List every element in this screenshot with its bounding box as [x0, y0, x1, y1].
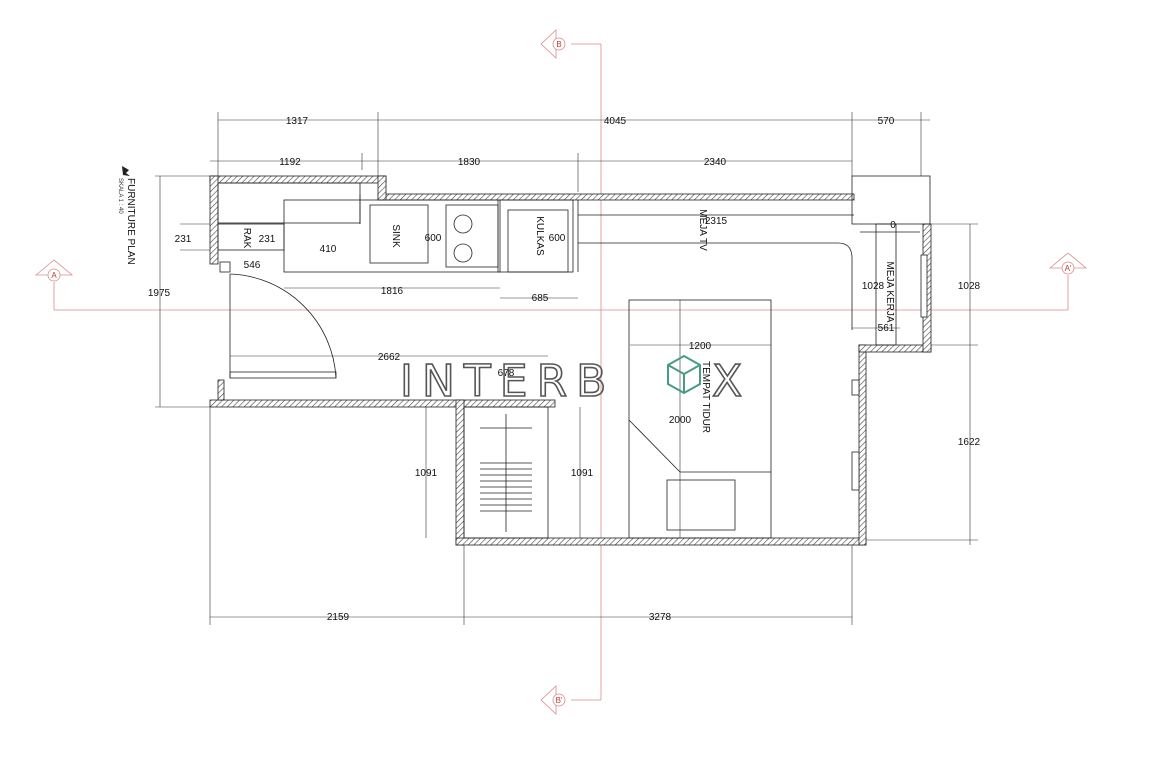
dim-2340: 2340 [704, 157, 727, 168]
lemari [463, 406, 549, 539]
watermark-text: INTERB [400, 356, 615, 407]
tempat-tidur [628, 299, 772, 539]
section-label-b-top: B [556, 40, 561, 49]
dim-561: 561 [878, 323, 895, 334]
dim-1028-out: 1028 [958, 281, 981, 292]
dim-600-sink: 600 [425, 233, 442, 244]
meja-kerja [851, 175, 931, 346]
title-block: FURNITURE PLAN SKALA 1 : 40 [117, 166, 136, 265]
plan-title: FURNITURE PLAN [125, 178, 136, 265]
dim-685: 685 [532, 293, 549, 304]
dim-1622: 1622 [958, 437, 981, 448]
dimension-texts: 1317 4045 570 1192 1830 2340 231 231 546… [148, 116, 981, 623]
section-marker-a-prime: A' [1048, 252, 1088, 275]
dim-0: 0 [890, 220, 896, 231]
wall-openings [219, 254, 928, 491]
section-marker-b-top: B [540, 29, 566, 59]
label-rak: RAK [241, 228, 252, 249]
compass-icon [122, 166, 130, 176]
kitchen-counter [217, 182, 854, 330]
dim-1975: 1975 [148, 288, 171, 299]
watermark: INTERB X [399, 354, 751, 408]
section-label-b-bottom: B' [556, 696, 563, 705]
dim-1830: 1830 [458, 157, 481, 168]
dimension-lines [155, 112, 978, 625]
dim-2662: 2662 [378, 352, 401, 363]
dim-231-rak: 231 [259, 234, 276, 245]
label-meja-kerja: MEJA KERJA [884, 261, 895, 322]
label-kulkas: KULKAS [534, 216, 545, 256]
dim-1317: 1317 [286, 116, 309, 127]
label-meja-tv: MEJA TV [697, 209, 708, 251]
dim-231-left: 231 [175, 234, 192, 245]
room-labels: RAK SINK KULKAS MEJA TV MEJA KERJA TEMPA… [241, 209, 895, 433]
dim-2159: 2159 [327, 612, 350, 623]
dim-3278: 3278 [649, 612, 672, 623]
dim-2000: 2000 [669, 415, 692, 426]
section-marker-a: A [34, 259, 74, 282]
section-label-a: A [51, 271, 57, 280]
watermark-text-tail: X [712, 356, 751, 407]
dim-1192: 1192 [279, 157, 301, 168]
dim-410: 410 [320, 244, 337, 255]
dim-4045: 4045 [604, 116, 627, 127]
dim-600-kulkas: 600 [549, 233, 566, 244]
dim-1028-in: 1028 [862, 281, 885, 292]
plan-scale: SKALA 1 : 40 [117, 178, 123, 214]
dim-546: 546 [244, 260, 261, 271]
dim-678: 678 [498, 368, 515, 379]
section-label-a-prime: A' [1065, 264, 1072, 273]
label-sink: SINK [390, 224, 401, 248]
dim-2315: 2315 [705, 216, 728, 227]
dim-1816: 1816 [381, 286, 404, 297]
section-marker-b-bottom: B' [540, 685, 566, 715]
dim-1200: 1200 [689, 341, 712, 352]
dim-570: 570 [878, 116, 895, 127]
section-lines [53, 43, 1069, 701]
cube-logo-icon [667, 354, 701, 395]
label-tempat-tidur: TEMPAT TIDUR [700, 361, 711, 433]
dim-1091-b: 1091 [571, 468, 594, 479]
entry-door [229, 273, 337, 379]
dim-1091-a: 1091 [415, 468, 438, 479]
